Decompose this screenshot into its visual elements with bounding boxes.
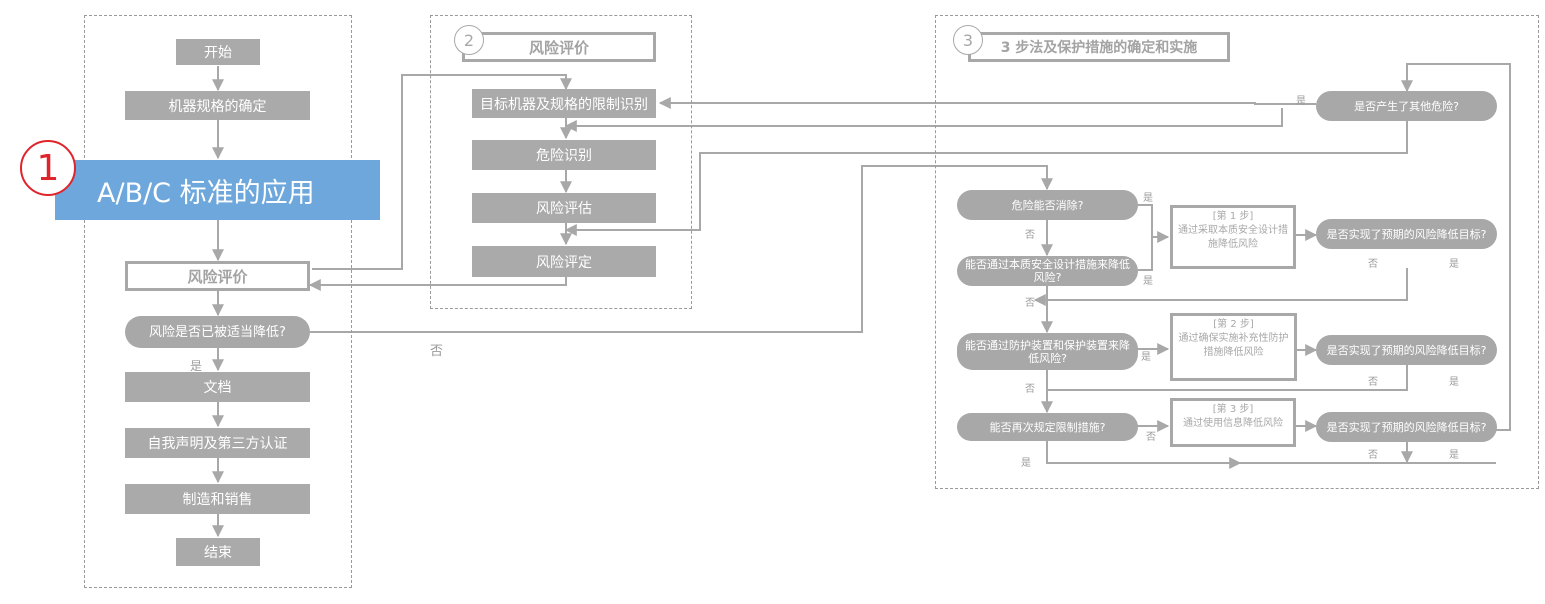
risk-evaluation-box: 风险评价: [125, 261, 310, 291]
inherent-safety-question: 能否通过本质安全设计措施来降低风险?: [957, 256, 1138, 286]
yes-label-other-hazard: 是: [1296, 96, 1306, 107]
step-2-text: 通过确保实施补充性防护措施降低风险: [1178, 333, 1289, 358]
no-label-eliminate: 否: [1025, 230, 1035, 241]
yes-label-eliminate: 是: [1143, 193, 1153, 204]
document-box: 文档: [125, 372, 310, 402]
step-3-box: [第 3 步] 通过使用信息降低风险: [1170, 398, 1296, 447]
no-label-restrict: 否: [1146, 432, 1156, 443]
restrict-measures-question: 能否再次规定限制措施?: [957, 413, 1138, 441]
machine-spec-box: 机器规格的确定: [125, 91, 310, 120]
step-2-box: [第 2 步] 通过确保实施补充性防护措施降低风险: [1170, 313, 1297, 381]
guard-device-question: 能否通过防护装置和保护装置来降低风险?: [957, 333, 1138, 370]
standard-application-box: A/B/C 标准的应用: [55, 160, 380, 220]
hazard-identification-box: 危险识别: [472, 140, 656, 170]
section-3-title: 3 步法及保护措施的确定和实施: [968, 32, 1230, 62]
target-reached-question-2: 是否实现了预期的风险降低目标?: [1316, 335, 1497, 365]
yes-label-inherent: 是: [1143, 276, 1153, 287]
no-label-s1: 否: [430, 344, 444, 359]
manufacture-box: 制造和销售: [125, 484, 310, 514]
no-label-target-2: 否: [1368, 377, 1378, 388]
yes-label-target-3: 是: [1449, 450, 1459, 461]
step-1-text: 通过采取本质安全设计措施降低风险: [1178, 225, 1288, 250]
end-box: 结束: [176, 538, 260, 566]
step-1-heading: [第 1 步]: [1212, 211, 1254, 222]
section-2-title: 风险评价: [462, 32, 656, 62]
no-label-inherent: 否: [1025, 298, 1035, 309]
section-1-badge: 1: [20, 140, 76, 196]
hazard-eliminable-question: 危险能否消除?: [957, 190, 1138, 220]
target-reached-question-1: 是否实现了预期的风险降低目标?: [1316, 219, 1497, 249]
step-3-text: 通过使用信息降低风险: [1183, 418, 1283, 429]
no-label-target-3: 否: [1368, 450, 1378, 461]
yes-label-target-2: 是: [1449, 377, 1459, 388]
risk-reduced-question: 风险是否已被适当降低?: [125, 316, 310, 348]
start-box: 开始: [176, 39, 260, 65]
risk-judgement-box: 风险评定: [472, 246, 656, 277]
limits-identification-box: 目标机器及规格的限制识别: [472, 89, 656, 118]
section-3-frame: [935, 15, 1539, 489]
risk-estimation-box: 风险评估: [472, 193, 656, 223]
section-1-frame: [84, 15, 352, 588]
section-2-badge: 2: [454, 25, 484, 55]
no-label-target-1: 否: [1368, 259, 1378, 270]
step-2-heading: [第 2 步]: [1213, 319, 1254, 330]
step-1-box: [第 1 步] 通过采取本质安全设计措施降低风险: [1170, 205, 1296, 269]
yes-label-target-1: 是: [1449, 259, 1459, 270]
yes-label-s1: 是: [190, 359, 203, 373]
section-2-frame: [430, 15, 692, 309]
yes-label-guard: 是: [1141, 352, 1151, 363]
other-hazard-question: 是否产生了其他危险?: [1316, 91, 1497, 121]
step-3-heading: [第 3 步]: [1212, 404, 1254, 415]
section-3-badge: 3: [953, 25, 983, 55]
yes-label-restrict: 是: [1021, 458, 1031, 469]
no-label-guard: 否: [1025, 384, 1035, 395]
declaration-box: 自我声明及第三方认证: [125, 428, 310, 458]
target-reached-question-3: 是否实现了预期的风险降低目标?: [1316, 412, 1497, 442]
